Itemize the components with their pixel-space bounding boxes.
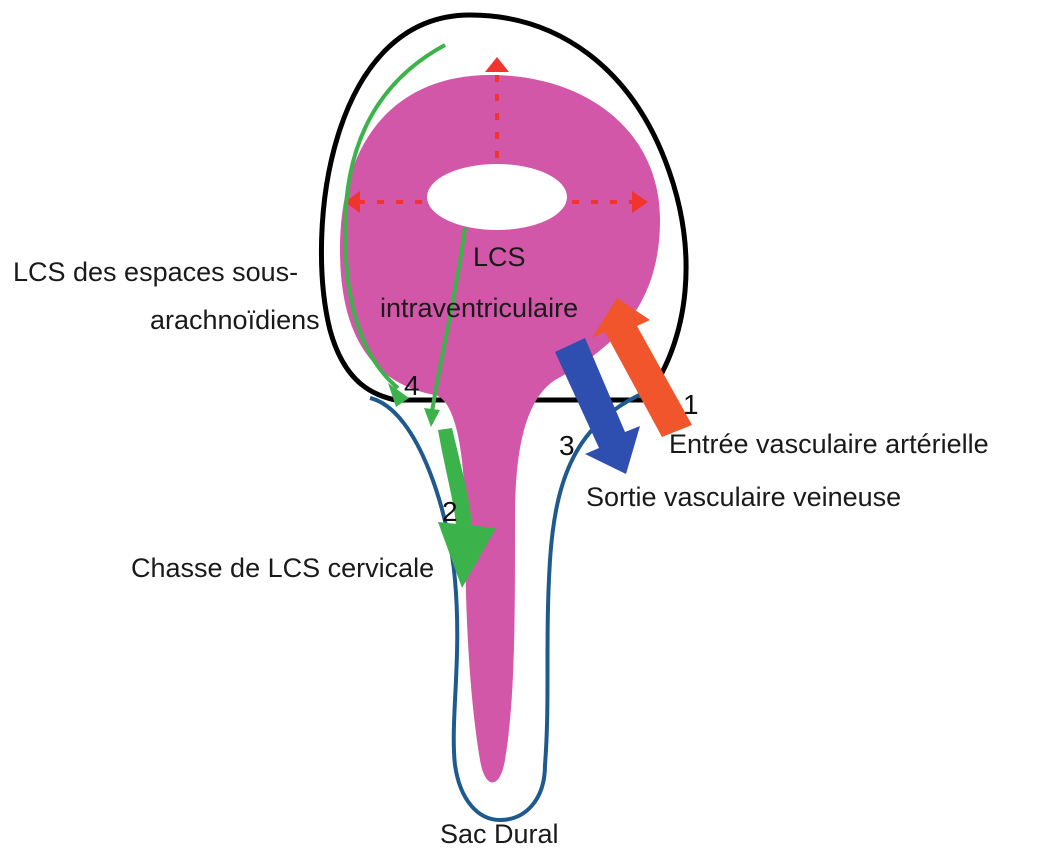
ventricle	[427, 164, 567, 230]
intraventricular-label-line2: intraventriculaire	[380, 292, 578, 324]
step-number-2: 2	[442, 498, 458, 526]
subarachnoid-label-line1: LCS des espaces sous-	[13, 256, 298, 288]
arterial-inflow-label: Entrée vasculaire artérielle	[669, 428, 989, 460]
flow-arrowhead-center	[424, 408, 440, 427]
cervical-flush-label: Chasse de LCS cervicale	[131, 552, 434, 584]
dural-sac-label: Sac Dural	[440, 818, 559, 850]
step-number-4: 4	[404, 372, 420, 400]
venous-outflow-label: Sortie vasculaire veineuse	[586, 481, 901, 513]
step-number-3: 3	[559, 432, 575, 460]
step-number-1: 1	[683, 391, 699, 419]
subarachnoid-label-line2: arachnoïdiens	[150, 304, 320, 336]
intraventricular-label-line1: LCS	[473, 241, 526, 273]
